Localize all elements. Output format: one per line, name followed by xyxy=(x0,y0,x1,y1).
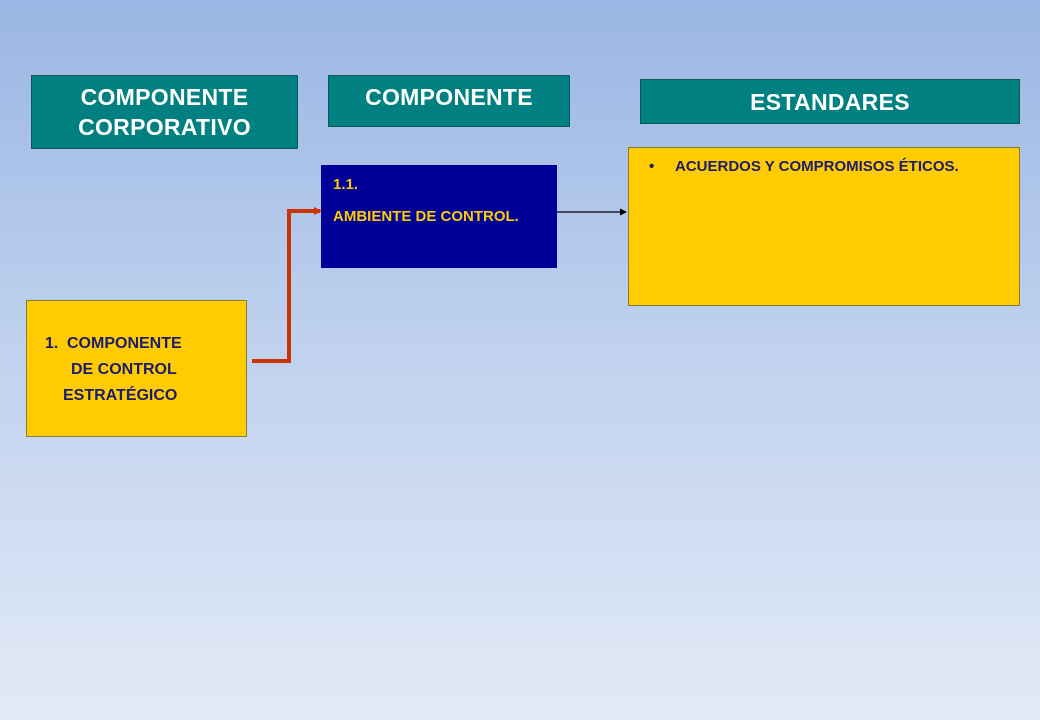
header-component-label: COMPONENTE xyxy=(365,84,533,110)
component-title: AMBIENTE DE CONTROL. xyxy=(333,208,519,225)
header-standards-label: ESTANDARES xyxy=(750,88,910,115)
standards-list-item: • ACUERDOS Y COMPROMISOS ÉTICOS. xyxy=(649,156,1005,178)
header-componente: COMPONENTE xyxy=(328,75,570,127)
standards-item-text: ACUERDOS Y COMPROMISOS ÉTICOS. xyxy=(675,158,959,175)
header-corporate-line-1: COMPONENTE xyxy=(80,84,249,110)
header-componente-corporativo: COMPONENTE CORPORATIVO xyxy=(31,75,298,149)
header-corporate-line-2: CORPORATIVO xyxy=(78,114,251,140)
strategic-number: 1. xyxy=(45,335,59,352)
bullet-icon: • xyxy=(649,158,655,175)
strategic-line-2: DE CONTROL xyxy=(71,361,177,378)
strategic-line-3: ESTRATÉGICO xyxy=(63,387,178,404)
strategic-to-environment-connector xyxy=(252,207,322,363)
header-estandares: ESTANDARES xyxy=(640,79,1020,124)
standards-box: • ACUERDOS Y COMPROMISOS ÉTICOS. xyxy=(628,147,1020,306)
strategic-line-1: COMPONENTE xyxy=(67,335,182,352)
component-number: 1.1. xyxy=(333,176,359,193)
strategic-control-box: 1. COMPONENTE DE CONTROL ESTRATÉGICO xyxy=(26,300,247,437)
control-environment-box: 1.1. AMBIENTE DE CONTROL. xyxy=(321,165,557,268)
standards-list: • ACUERDOS Y COMPROMISOS ÉTICOS. xyxy=(649,156,1005,178)
